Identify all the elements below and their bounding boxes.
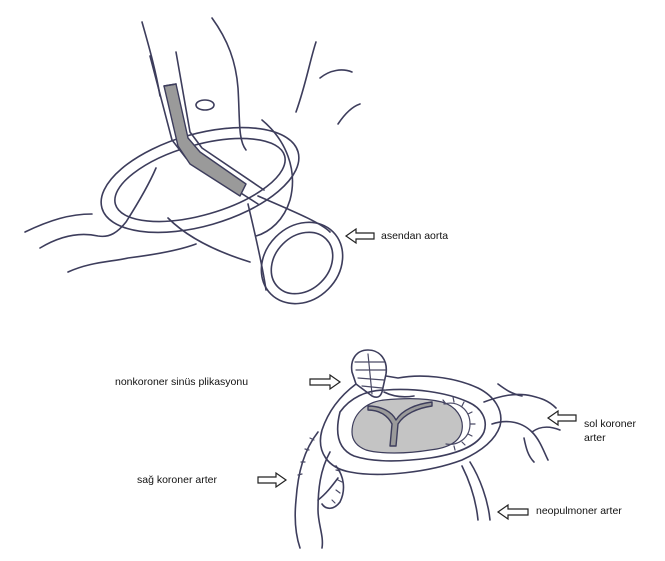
label-right-coronary-artery: sağ koroner arter	[137, 474, 217, 487]
right-coronary-suture-stitches	[298, 438, 342, 503]
arrow-left-coronary	[548, 411, 576, 425]
aortic-snare-inner	[106, 122, 294, 238]
arrow-right-coronary	[258, 473, 286, 487]
upper-right-curve	[212, 18, 246, 150]
arrow-ascending-aorta	[346, 229, 374, 243]
plication-center-line	[368, 354, 372, 394]
right-mass-curve	[296, 42, 316, 112]
left-branch-outline	[68, 244, 196, 272]
neopulmonary-artery-line	[470, 462, 490, 520]
right-lobe-curve	[320, 70, 352, 78]
pulmonary-trunk-outline	[40, 168, 156, 248]
right-coronary-artery-inner	[318, 452, 330, 548]
label-left-coronary-artery-line1: sol koroner	[584, 418, 636, 431]
label-noncoronary-sinus-plication: nonkoroner sinüs plikasyonu	[115, 376, 248, 389]
arrow-noncoronary-sinus	[310, 375, 340, 389]
cannula-knob	[196, 100, 214, 110]
lower-vessel-outline	[25, 214, 92, 232]
aortic-snare-outer	[89, 108, 310, 253]
label-neopulmonary-artery: neopulmoner arter	[536, 505, 622, 518]
plication-rib-4	[362, 386, 382, 388]
far-right-curve	[338, 104, 360, 124]
label-left-coronary-artery-line2: arter	[584, 432, 606, 445]
arrow-neopulmonary	[498, 505, 528, 519]
left-coronary-branch-2	[524, 438, 534, 462]
label-ascending-aorta: asendan aorta	[381, 230, 448, 243]
aorta-lumen-inner	[259, 220, 345, 306]
top-figure-aorta-transection	[25, 18, 360, 320]
right-coronary-patch	[322, 466, 343, 508]
left-coronary-branch-1	[532, 427, 560, 432]
plication-attachment	[384, 392, 414, 397]
aorta-lumen-outer	[245, 206, 360, 321]
neopulmonary-artery-line-2	[462, 466, 478, 520]
aorta-stump-body	[248, 196, 330, 290]
